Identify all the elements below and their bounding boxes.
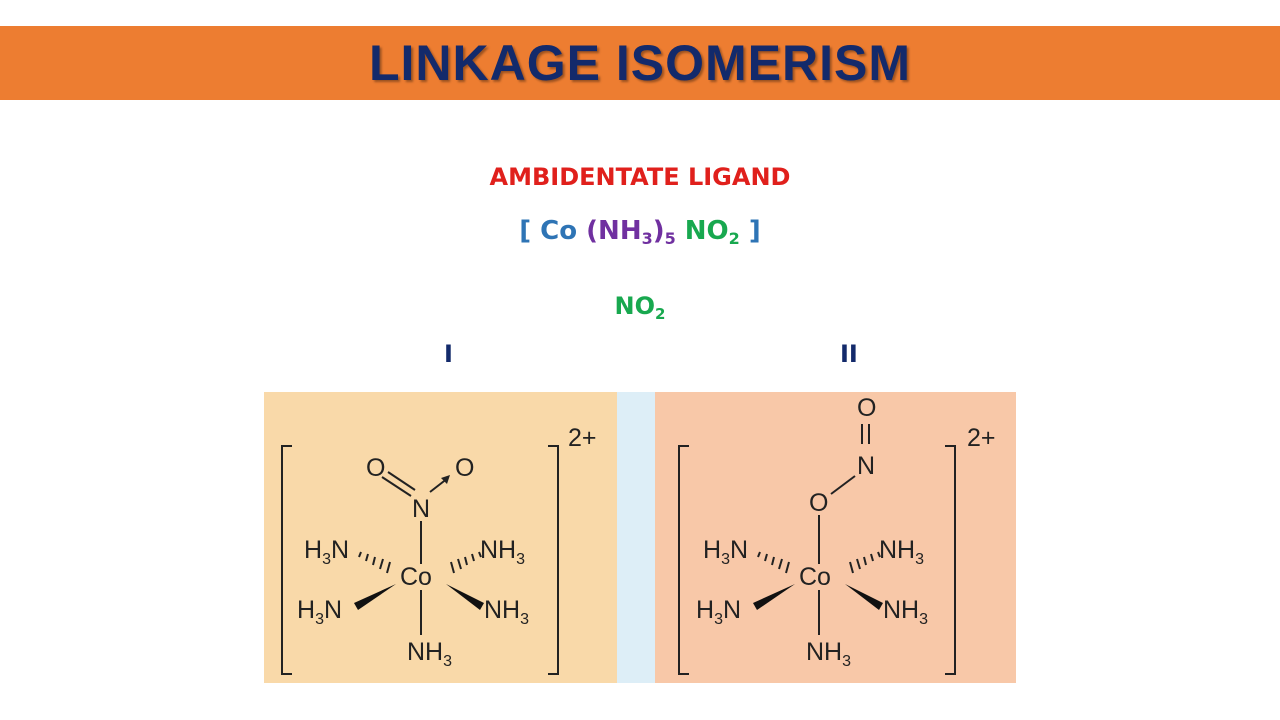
bracket-right	[945, 445, 956, 675]
formula-ammine-text: (NH	[586, 216, 642, 246]
o-n-bond	[830, 475, 856, 495]
oxygen-left: O	[366, 454, 385, 482]
amine-upper-right: NH3	[879, 536, 924, 568]
amine-lower-left: H3N	[297, 596, 342, 628]
ligand-label: NO2	[0, 292, 1280, 323]
cobalt-atom: Co	[799, 563, 831, 591]
cobalt-atom: Co	[400, 563, 432, 591]
amine-upper-right: NH3	[480, 536, 525, 568]
bracket-left	[678, 445, 689, 675]
formula-nitro-text: NO	[675, 216, 729, 246]
nitrito-structure: 2+ O N O Co H3N NH3 H3N NH3 NH3	[678, 394, 996, 675]
wedge-bond-left	[354, 584, 396, 610]
hashed-bond-left	[358, 551, 391, 574]
isomer-panel-nitro: 2+ O O N Co H3N NH3 H3N NH3 NH3	[264, 392, 617, 683]
formula-nitro: NO2	[675, 216, 740, 248]
isomer-panel-nitrito: 2+ O N O Co H3N NH3 H3N NH3 NH3	[655, 392, 1016, 683]
double-bond-b	[387, 471, 416, 491]
amine-bottom: NH3	[806, 638, 851, 670]
wedge-bond-right	[446, 584, 484, 610]
isomer-label-2: II	[840, 340, 858, 368]
bracket-right	[548, 445, 559, 675]
formula-ammine-close: )	[652, 216, 665, 246]
hashed-bond-right	[450, 551, 482, 574]
bridging-oxygen: O	[809, 489, 828, 517]
double-bond-a	[381, 476, 412, 497]
formula-ammine-count: 5	[664, 229, 676, 248]
wedge-bond-right	[845, 584, 883, 610]
complex-formula: [ Co (NH3)5 NO2 ]	[0, 216, 1280, 248]
ligand-text: NO	[614, 292, 656, 320]
nitro-structure: 2+ O O N Co H3N NH3 H3N NH3 NH3	[281, 424, 597, 675]
amine-lower-right: NH3	[484, 596, 529, 628]
nitrogen-atom: N	[857, 452, 875, 480]
subtitle: AMBIDENTATE LIGAND	[489, 163, 791, 191]
formula-close: ]	[739, 216, 761, 246]
formula-ammine: (NH3)5	[586, 216, 676, 248]
hashed-bond-right	[849, 551, 881, 574]
panel-divider	[617, 392, 655, 683]
charge-label: 2+	[568, 424, 597, 452]
charge-label: 2+	[967, 424, 996, 452]
isomer-label-1: I	[444, 340, 453, 368]
formula-cobalt: [ Co	[519, 216, 587, 246]
amine-lower-left: H3N	[696, 596, 741, 628]
amine-bottom: NH3	[407, 638, 452, 670]
slide-title: LINKAGE ISOMERISM	[368, 35, 912, 91]
terminal-oxygen: O	[857, 394, 876, 422]
arrow-head	[441, 475, 450, 484]
wedge-bond-left	[753, 584, 795, 610]
title-bar: LINKAGE ISOMERISM	[0, 26, 1280, 100]
formula-ammine-sub: 3	[641, 229, 653, 248]
nitrogen-atom: N	[412, 495, 430, 523]
bracket-left	[281, 445, 292, 675]
amine-upper-left: H3N	[703, 536, 748, 568]
hashed-bond-left	[757, 551, 790, 574]
oxygen-right: O	[455, 454, 474, 482]
amine-upper-left: H3N	[304, 536, 349, 568]
formula-nitro-sub: 2	[728, 229, 740, 248]
ligand-sub: 2	[655, 305, 666, 323]
amine-lower-right: NH3	[883, 596, 928, 628]
